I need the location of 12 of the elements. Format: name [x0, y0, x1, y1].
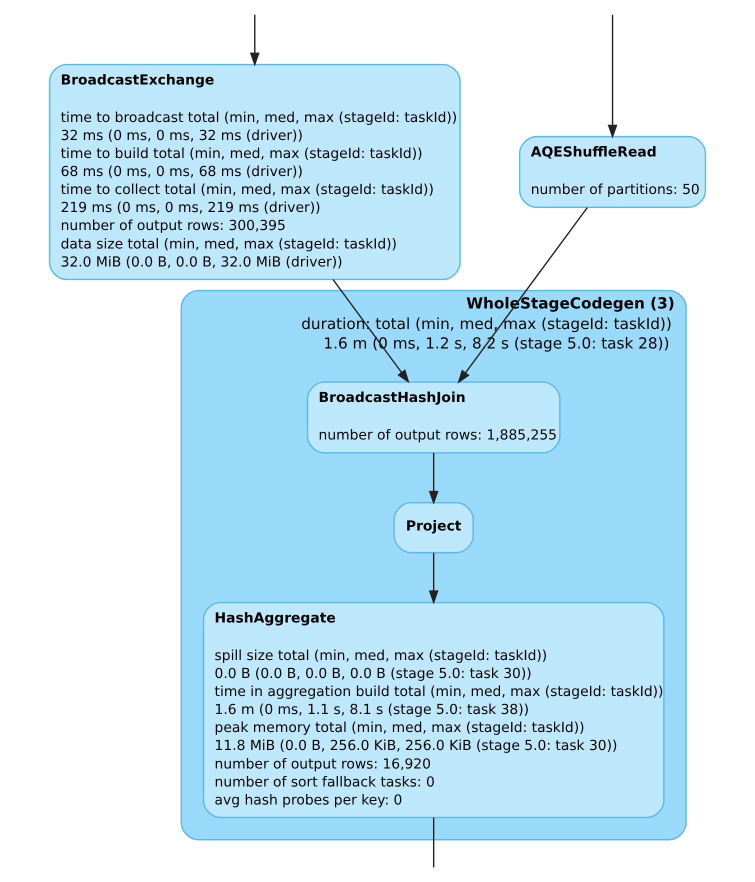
arrow	[332, 279, 410, 384]
arrow	[428, 452, 439, 505]
node-box: BroadcastHashJoin number of output rows: 1,885,255	[306, 381, 561, 454]
node-box: BroadcastExchange time to broadcast total (min, med, max (stageId: taskId)) 32 ms (0 ms, 0 ms, 32 ms (driver)) time to build total (min, med, max (stageId: taskId)) 68 ms (0 ms, 0 ms, 68 ms (driver)) time to collect total (min, med, max (stageId: taskId)) 219 ms (0 ms, 0 ms, 219 ms (driver)) number of output rows: 300,395 data size total (min, med, max (stageId: taskId)) 32.0 MiB (0.0 B, 0.0 B, 32.0 MiB (driver))	[48, 64, 461, 280]
node-box: AQEShuffleRead number of partitions: 50	[518, 136, 706, 208]
arrow	[428, 552, 439, 604]
arrow	[250, 14, 260, 66]
connector	[432, 818, 434, 868]
arrow	[608, 14, 618, 139]
arrow	[458, 207, 588, 384]
node-box: HashAggregate spill size total (min, med, max (stageId: taskId)) 0.0 B (0.0 B, 0.0 B, 0.0 B (stage 5.0: task 30)) time in aggregation build total (min, med, max (stageId: taskId)) 1.6 m (0 ms, 1.1 s, 8.1 s (stage 5.0: task 38)) peak memory total (min, med, max (stageId: taskId)) 11.8 MiB (0.0 B, 256.0 KiB, 256.0 KiB (stage 5.0: task 30)) number of output rows: 16,920 number of sort fallback tasks: 0 avg hash probes per key: 0	[202, 602, 665, 818]
node-box: Project	[393, 502, 474, 554]
